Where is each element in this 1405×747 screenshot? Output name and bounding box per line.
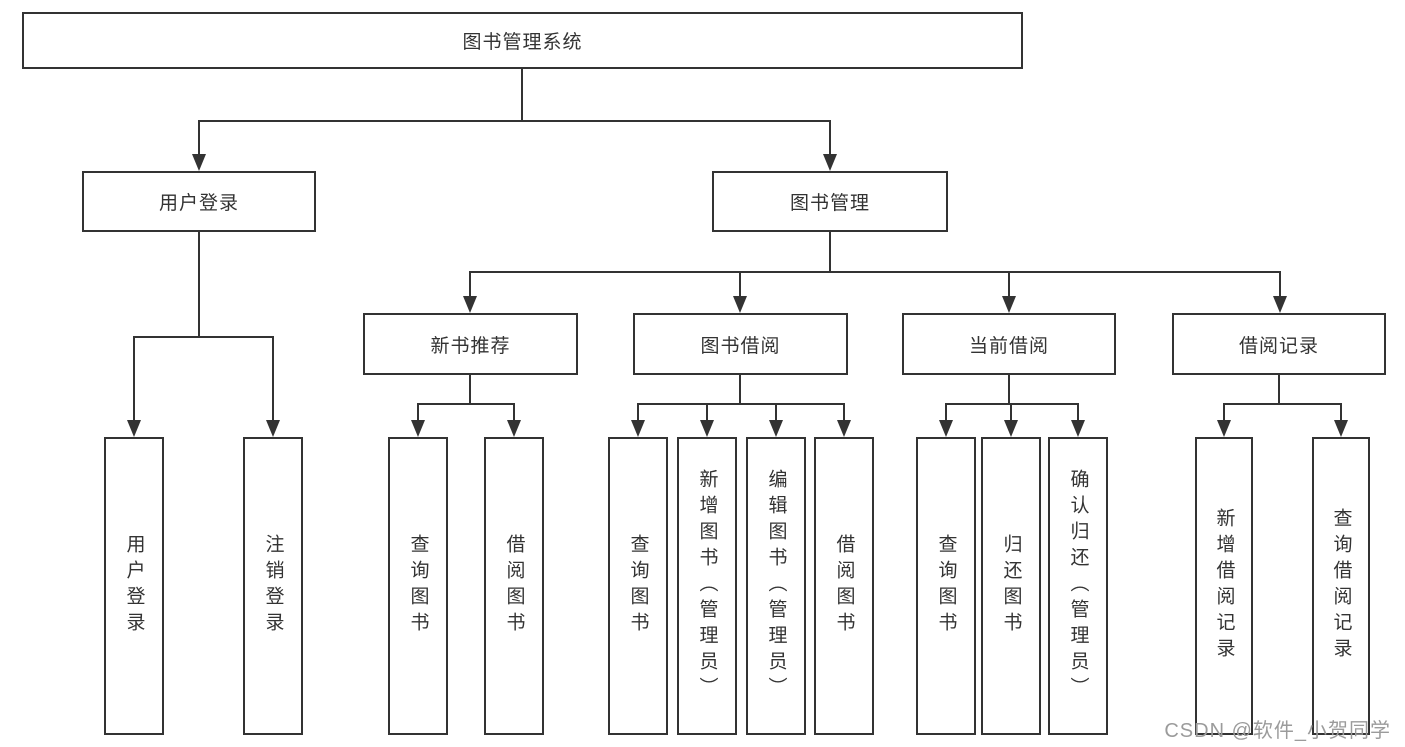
leaf-current-search-books-label: 查询图书 [935, 534, 957, 638]
leaf-borrow-edit-books-admin-label: 编辑图书（管理员） [765, 469, 787, 703]
connector-login-stem [198, 232, 200, 336]
arrowhead-down-icon [1004, 420, 1018, 437]
connector-stub-current [1008, 271, 1010, 298]
connector-stub-borrow [739, 271, 741, 298]
node-new-book-recommendation: 新书推荐 [363, 313, 578, 375]
connector-stub [1077, 403, 1079, 421]
leaf-current-confirm-return-admin-label: 确认归还（管理员） [1067, 469, 1089, 703]
connector-records-crossbar [1223, 403, 1342, 405]
arrowhead-down-icon [411, 420, 425, 437]
node-current-borrowing-label: 当前借阅 [968, 335, 1049, 357]
connector-recommend-crossbar [417, 403, 515, 405]
connector-recommend-stem [469, 375, 471, 403]
connector-stub-leaf-login [133, 336, 135, 421]
arrowhead-down-icon [507, 420, 521, 437]
connector-stub-management [829, 120, 831, 156]
node-book-management: 图书管理 [712, 171, 948, 232]
leaf-recommend-search-books: 查询图书 [388, 437, 448, 735]
connector-current-stem [1008, 375, 1010, 403]
connector-stub-records [1279, 271, 1281, 298]
connector-stub [1010, 403, 1012, 421]
connector-stub [1340, 403, 1342, 421]
leaf-current-return-books-label: 归还图书 [1000, 534, 1022, 638]
arrowhead-down-icon [1002, 296, 1016, 313]
connector-root-crossbar [198, 120, 831, 122]
leaf-logout-label: 注销登录 [262, 534, 284, 638]
connector-stub [706, 403, 708, 421]
connector-root-stem [521, 69, 523, 120]
leaf-records-search-record-label: 查询借阅记录 [1330, 508, 1352, 664]
connector-stub [637, 403, 639, 421]
arrowhead-down-icon [700, 420, 714, 437]
node-borrowing-records-label: 借阅记录 [1238, 335, 1319, 357]
arrowhead-down-icon [939, 420, 953, 437]
leaf-borrow-search-books: 查询图书 [608, 437, 668, 735]
leaf-borrow-borrow-books-label: 借阅图书 [833, 534, 855, 638]
leaf-borrow-add-books-admin-label: 新增图书（管理员） [696, 469, 718, 703]
connector-stub [1223, 403, 1225, 421]
connector-stub-login [198, 120, 200, 156]
connector-stub-recommend [469, 271, 471, 298]
arrowhead-down-icon [631, 420, 645, 437]
node-user-login: 用户登录 [82, 171, 316, 232]
connector-management-stem [829, 232, 831, 271]
connector-stub [513, 403, 515, 421]
leaf-borrow-add-books-admin: 新增图书（管理员） [677, 437, 737, 735]
connector-stub [775, 403, 777, 421]
connector-stub-leaf-logout [272, 336, 274, 421]
leaf-recommend-search-books-label: 查询图书 [407, 534, 429, 638]
leaf-current-search-books: 查询图书 [916, 437, 976, 735]
leaf-user-login: 用户登录 [104, 437, 164, 735]
leaf-borrow-edit-books-admin: 编辑图书（管理员） [746, 437, 806, 735]
node-new-book-recommendation-label: 新书推荐 [430, 335, 511, 357]
arrowhead-down-icon [463, 296, 477, 313]
leaf-user-login-label: 用户登录 [123, 534, 145, 638]
leaf-borrow-borrow-books: 借阅图书 [814, 437, 874, 735]
arrowhead-down-icon [823, 154, 837, 171]
connector-stub [843, 403, 845, 421]
node-book-borrowing: 图书借阅 [633, 313, 848, 375]
node-current-borrowing: 当前借阅 [902, 313, 1116, 375]
arrowhead-down-icon [192, 154, 206, 171]
csdn-watermark: CSDN @软件_小贺同学 [1164, 720, 1391, 742]
node-borrowing-records: 借阅记录 [1172, 313, 1386, 375]
leaf-recommend-borrow-books-label: 借阅图书 [503, 534, 525, 638]
leaf-records-add-record: 新增借阅记录 [1195, 437, 1253, 735]
leaf-current-confirm-return-admin: 确认归还（管理员） [1048, 437, 1108, 735]
arrowhead-down-icon [1334, 420, 1348, 437]
leaf-current-return-books: 归还图书 [981, 437, 1041, 735]
leaf-borrow-search-books-label: 查询图书 [627, 534, 649, 638]
connector-records-stem [1278, 375, 1280, 403]
leaf-records-add-record-label: 新增借阅记录 [1213, 508, 1235, 664]
arrowhead-down-icon [1071, 420, 1085, 437]
node-user-login-label: 用户登录 [158, 193, 239, 214]
node-book-management-label: 图书管理 [789, 193, 870, 214]
leaf-recommend-borrow-books: 借阅图书 [484, 437, 544, 735]
arrowhead-down-icon [733, 296, 747, 313]
node-root-label: 图书管理系统 [462, 32, 583, 53]
node-book-borrowing-label: 图书借阅 [700, 335, 781, 357]
arrowhead-down-icon [127, 420, 141, 437]
arrowhead-down-icon [769, 420, 783, 437]
connector-stub [945, 403, 947, 421]
node-root-system: 图书管理系统 [22, 12, 1023, 69]
leaf-records-search-record: 查询借阅记录 [1312, 437, 1370, 735]
connector-borrow-stem [739, 375, 741, 403]
arrowhead-down-icon [1273, 296, 1287, 313]
arrowhead-down-icon [837, 420, 851, 437]
leaf-logout: 注销登录 [243, 437, 303, 735]
connector-current-crossbar [945, 403, 1079, 405]
connector-borrow-crossbar [637, 403, 845, 405]
connector-stub [417, 403, 419, 421]
arrowhead-down-icon [266, 420, 280, 437]
connector-management-crossbar [469, 271, 1281, 273]
connector-login-crossbar [133, 336, 274, 338]
arrowhead-down-icon [1217, 420, 1231, 437]
